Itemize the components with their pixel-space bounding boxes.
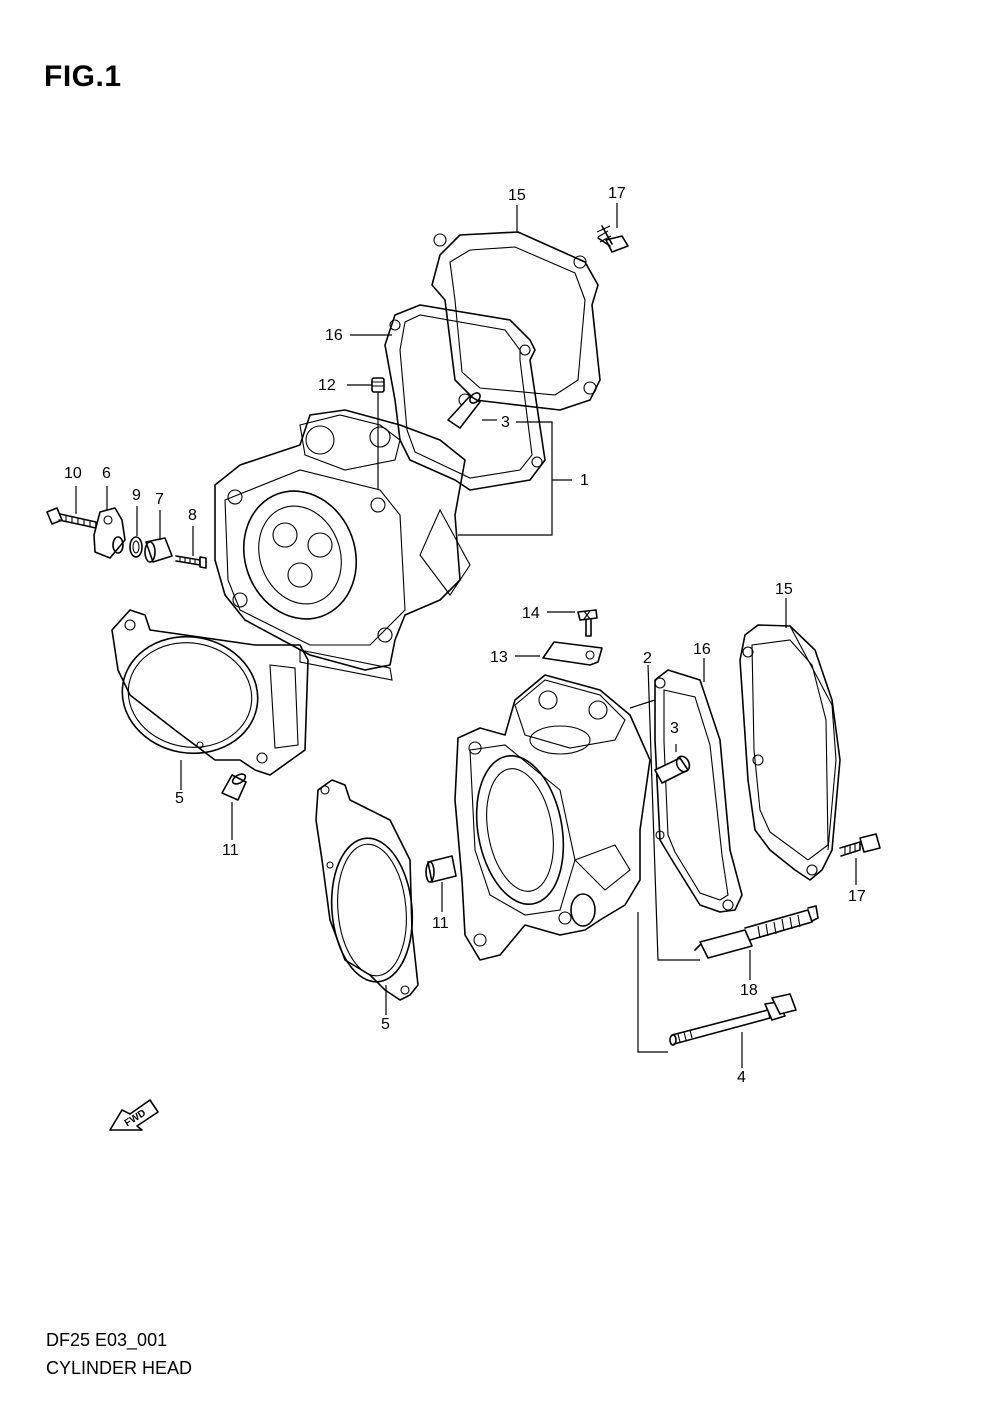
forward-arrow-icon: FWD <box>109 1099 159 1131</box>
leaders-left <box>75 486 194 556</box>
callout-2: 2 <box>643 650 652 667</box>
callout-4: 4 <box>737 1069 746 1086</box>
callout-6: 6 <box>102 465 111 482</box>
callout-7: 7 <box>155 491 164 508</box>
callout-16-lower: 16 <box>693 641 711 658</box>
callout-labels: 15 17 16 12 3 1 10 6 9 7 8 5 11 14 13 2 … <box>64 185 866 1086</box>
callout-10: 10 <box>64 465 82 482</box>
dowel-11-upper <box>221 773 247 801</box>
callout-12: 12 <box>318 377 336 394</box>
plug-12 <box>371 377 385 393</box>
callout-1: 1 <box>580 472 589 489</box>
cylinder-head-upper <box>214 409 471 681</box>
cover-bolt-upper <box>596 225 629 253</box>
spacer-7 <box>144 537 173 563</box>
bracket-lines-lower <box>385 598 857 1068</box>
head-gasket-upper <box>111 609 309 776</box>
cover-gasket-upper <box>384 304 546 491</box>
callout-14: 14 <box>522 605 540 622</box>
screw-8 <box>175 555 207 569</box>
callout-16-upper: 16 <box>325 327 343 344</box>
sensor-6 <box>93 507 126 559</box>
callout-15-lower: 15 <box>775 581 793 598</box>
callout-5-upper: 5 <box>175 790 184 807</box>
cover-gasket-lower <box>654 669 743 913</box>
o-ring-9 <box>129 536 143 558</box>
callout-3-lower: 3 <box>670 720 679 737</box>
figure-title: FIG.1 <box>44 60 122 93</box>
screw-14 <box>577 609 598 637</box>
callout-11-upper: 11 <box>222 842 239 859</box>
cylinder-head-cover-lower <box>739 624 841 881</box>
cylinder-head-lower <box>454 674 651 961</box>
callout-9: 9 <box>132 487 141 504</box>
spark-plug-18 <box>694 905 819 959</box>
cover-bolt-lower <box>839 833 881 857</box>
callout-18: 18 <box>740 982 758 999</box>
bolt-10 <box>46 507 97 529</box>
bracket-lines-1 <box>347 203 618 536</box>
head-gasket-lower <box>315 779 419 1001</box>
callout-17-lower: 17 <box>848 888 866 905</box>
callout-8: 8 <box>188 507 197 524</box>
cylinder-head-cover-upper <box>431 231 601 411</box>
callout-17-upper: 17 <box>608 185 626 202</box>
callout-11-lower: 11 <box>432 915 449 932</box>
callout-3-upper: 3 <box>501 414 510 431</box>
pin-3-upper <box>447 392 481 429</box>
model-code: DF25 E03_001 <box>46 1330 168 1350</box>
head-bolt-4 <box>669 993 797 1046</box>
plate-13 <box>542 641 603 666</box>
callout-13: 13 <box>490 649 508 666</box>
section-name: CYLINDER HEAD <box>46 1358 193 1378</box>
dowel-11-lower <box>425 855 457 883</box>
pin-3-lower <box>654 755 691 784</box>
callout-5-lower: 5 <box>381 1016 390 1033</box>
callout-15-upper: 15 <box>508 187 526 204</box>
